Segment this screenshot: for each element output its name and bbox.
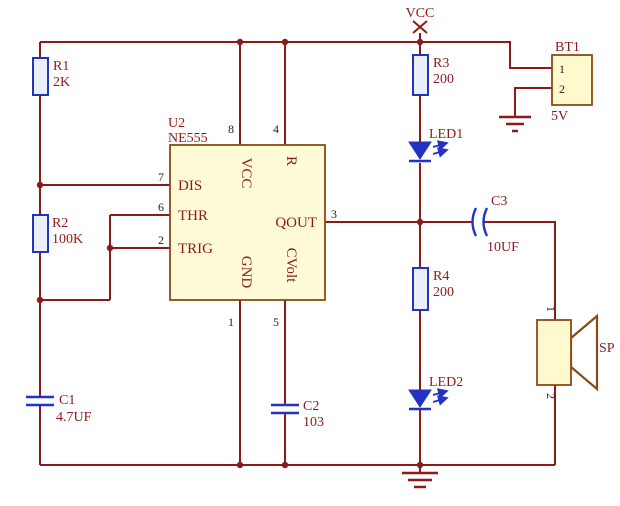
junction-dot: [416, 461, 424, 469]
resistor-r1-body: [32, 57, 49, 96]
c3-value-label: 10UF: [487, 240, 519, 255]
pin-number-3: 3: [331, 207, 337, 221]
pin-name-r: R: [283, 156, 299, 166]
pin-name-trig: TRIG: [178, 241, 213, 257]
c1-ref-label: C1: [59, 393, 75, 408]
pin-number-2: 2: [158, 233, 164, 247]
led1-arrow-icon: [432, 140, 449, 151]
bt1-value-label: 5V: [551, 109, 568, 124]
sp-pin2-number: 2: [544, 393, 558, 399]
bt1-pin2-wire: [514, 87, 552, 117]
sp-pin1-number: 1: [544, 306, 558, 312]
c2-ref-label: C2: [303, 399, 319, 414]
led1-icon: [408, 141, 432, 160]
pin-number-4: 4: [273, 122, 279, 136]
c1-value-label: 4.7UF: [56, 410, 92, 425]
r4-ref-label: R4: [433, 269, 449, 284]
thr-trig-wire: [40, 214, 170, 301]
led2-icon: [408, 389, 432, 408]
r2-value-label: 100K: [52, 232, 83, 247]
c3-wire: [420, 221, 556, 320]
pin-number-8: 8: [228, 122, 234, 136]
led2-arrow-icon: [432, 395, 449, 406]
bt1-ref-label: BT1: [555, 40, 580, 55]
pin-number-5: 5: [273, 315, 279, 329]
u2-ref-label: U2: [168, 116, 185, 131]
capacitor-c2-body: [271, 403, 299, 415]
bt1-pin2-number: 2: [559, 82, 565, 96]
junction-dot: [236, 461, 244, 469]
sp-ref-label: SP: [599, 341, 615, 356]
led1-arrow-icon: [432, 147, 449, 158]
r3-value-label: 200: [433, 72, 454, 87]
junction-dot: [281, 38, 289, 46]
junction-dot: [416, 218, 424, 226]
pin-name-vcc: VCC: [238, 158, 254, 189]
pin-name-qout: QOUT: [275, 215, 317, 231]
c2-value-label: 103: [303, 415, 324, 430]
r2-ref-label: R2: [52, 216, 68, 231]
junction-dot: [106, 244, 114, 252]
bt1-ground-icon: [499, 115, 531, 133]
capacitor-c1-body: [26, 395, 54, 407]
junction-dot: [281, 461, 289, 469]
r1-ref-label: R1: [53, 59, 69, 74]
junction-dot: [416, 38, 424, 46]
vcc-net-label: VCC: [406, 6, 435, 21]
r1-value-label: 2K: [53, 75, 70, 90]
pin-name-gnd: GND: [238, 256, 254, 289]
speaker-cone-icon: [569, 313, 599, 392]
junction-dot: [36, 296, 44, 304]
pin-number-6: 6: [158, 200, 164, 214]
resistor-r4-body: [412, 267, 429, 311]
pin-name-thr: THR: [178, 208, 208, 224]
resistor-r3-body: [412, 54, 429, 96]
junction-dot: [36, 181, 44, 189]
led2-arrow-icon: [432, 388, 449, 399]
ground-icon: [402, 471, 438, 489]
ic-ne555-body: [169, 144, 326, 301]
u2-value-label: NE555: [168, 131, 208, 146]
pin-number-7: 7: [158, 170, 164, 184]
r3-ref-label: R3: [433, 56, 449, 71]
capacitor-c3-body: [471, 207, 489, 237]
speaker-sp-body: [536, 319, 572, 386]
pin-number-1: 1: [228, 315, 234, 329]
pin-name-cvolt: CVolt: [283, 248, 299, 284]
junction-dot: [236, 38, 244, 46]
resistor-r2-body: [32, 214, 49, 253]
bt1-pin1-number: 1: [559, 62, 565, 76]
led1-ref-label: LED1: [429, 127, 463, 142]
c3-ref-label: C3: [491, 194, 507, 209]
pin-name-dis: DIS: [178, 178, 202, 194]
vcc-power-port-icon: [412, 20, 428, 34]
battery-bt1-body: [551, 54, 593, 106]
top-rail-wire: [40, 41, 552, 69]
led2-ref-label: LED2: [429, 375, 463, 390]
r4-value-label: 200: [433, 285, 454, 300]
